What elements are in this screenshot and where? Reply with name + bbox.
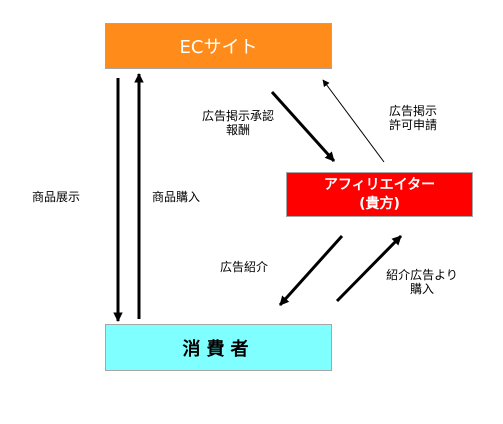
- product-display-label: 商品展示: [32, 190, 81, 204]
- affiliate-sublabel: (貴方): [359, 195, 400, 212]
- purchase-via-ad-line2: 購入: [409, 282, 434, 296]
- product-purchase-label: 商品購入: [152, 190, 201, 204]
- purchase-via-ad-line1: 紹介広告より: [386, 268, 458, 282]
- ad-permission-line2: 許可申請: [388, 118, 437, 132]
- purchase-via-ad-label: 紹介広告より 購入: [380, 268, 464, 296]
- arrow-consumer-to-affiliate: [335, 234, 403, 303]
- arrow-affiliate-to-ec: [322, 79, 385, 163]
- ad-approval-label: 広告掲示承認 報酬: [188, 109, 288, 137]
- ad-approval-line1: 広告掲示承認: [201, 109, 274, 123]
- ec-site-box: ECサイト: [105, 23, 332, 69]
- consumer-label: 消費者: [182, 338, 255, 360]
- affiliate-label: アフィリエイター: [323, 176, 436, 193]
- ad-permission-line1: 広告掲示: [388, 104, 437, 118]
- arrow-affiliate-to-consumer: [278, 234, 344, 307]
- consumer-box: 消費者: [105, 324, 332, 371]
- affiliate-box: アフィリエイター (貴方): [286, 172, 473, 217]
- ad-introduction-label: 広告紹介: [220, 260, 269, 274]
- ad-permission-label: 広告掲示 許可申請: [378, 104, 448, 132]
- ad-approval-line2: 報酬: [225, 123, 250, 137]
- arrow-ec-to-affiliate: [270, 90, 336, 163]
- ec-site-label: ECサイト: [179, 37, 258, 58]
